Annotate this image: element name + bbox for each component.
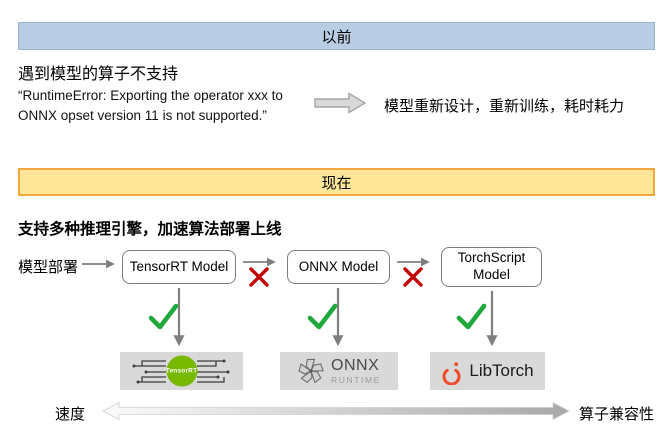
pytorch-flame-icon [442,361,461,385]
speed-compatibility-axis-arrow [102,401,570,421]
onnx-pinwheel-icon [298,358,324,384]
check-success-icon-3 [456,303,487,330]
before-consequence-text: 模型重新设计，重新训练，耗时耗力 [384,98,625,115]
onnx-runtime-logo-box: ONNX RUNTIME [280,352,398,390]
onnx-logo-text: ONNX [331,356,380,374]
axis-label-compatibility: 算子兼容性 [579,406,655,423]
libtorch-logo-text: LibTorch [469,361,534,380]
torchscript-model-label: TorchScript Model [457,250,526,282]
tensorrt-logo-box: TensorRT [120,352,243,390]
tensorrt-logo-text: TensorRT [165,367,198,375]
flow-start-label: 模型部署 [18,259,79,276]
torchscript-model-box: TorchScript Model [441,247,542,287]
check-success-icon-2 [307,303,338,330]
cross-fail-icon-1 [249,267,269,287]
onnx-model-label: ONNX Model [298,258,379,274]
onnx-runtime-wordmark: ONNX RUNTIME [331,356,381,385]
cross-fail-icon-2 [403,267,423,287]
tensorrt-model-box: TensorRT Model [122,250,236,284]
error-line-1: “RuntimeError: Exporting the operator xx… [18,88,283,103]
libtorch-logo-box: LibTorch [430,352,545,390]
check-success-icon-1 [148,303,179,330]
before-error-quote: “RuntimeError: Exporting the operator xx… [18,86,283,127]
before-header-label: 以前 [321,28,352,46]
now-header-label: 现在 [321,174,352,192]
section-header-now: 现在 [18,168,655,196]
tensorrt-model-label: TensorRT Model [129,258,229,274]
tensorrt-circuit-icon [132,359,230,384]
runtime-logo-text: RUNTIME [331,374,381,385]
now-subtitle: 支持多种推理引擎，加速算法部署上线 [18,221,282,238]
before-problem-title: 遇到模型的算子不支持 [18,66,179,83]
onnx-model-box: ONNX Model [287,250,390,284]
tensorrt-logo-badge: TensorRT [165,355,198,387]
before-block-arrow-icon [314,92,367,114]
error-line-2: ONNX opset version 11 is not supported.” [18,108,267,124]
section-header-before: 以前 [18,22,655,50]
axis-label-speed: 速度 [55,406,86,423]
